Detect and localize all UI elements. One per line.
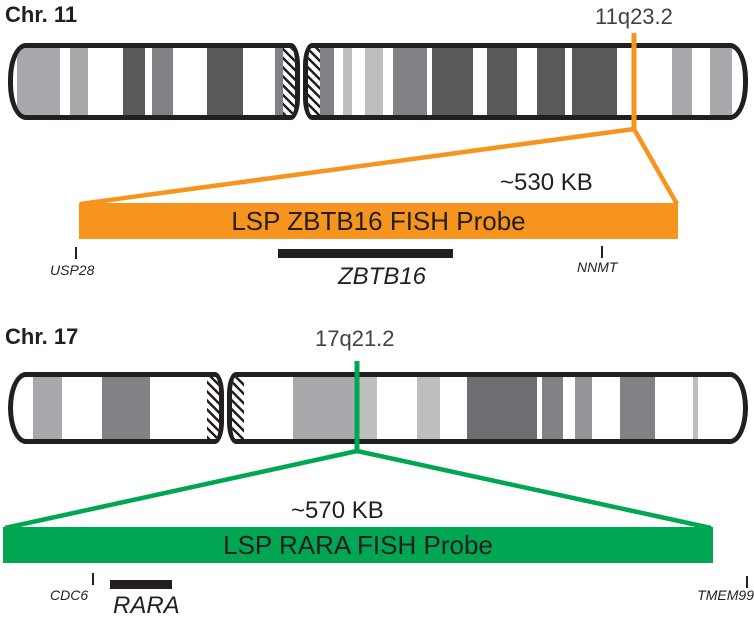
chromosome-band — [487, 48, 517, 115]
chromosome-band — [417, 377, 440, 439]
chr17-p-arm — [8, 372, 224, 444]
chr17-probe-label: LSP RARA FISH Probe — [223, 530, 493, 560]
centromere-hatch — [232, 377, 244, 439]
chromosome-band — [33, 377, 62, 439]
chr11-probe-bar: LSP ZBTB16 FISH Probe — [79, 203, 678, 239]
cdc6-tick — [92, 573, 94, 585]
chromosome-band — [320, 48, 334, 115]
chr17-callout-right-line — [356, 448, 712, 531]
chr11-q-arm — [303, 43, 748, 120]
chromosome-band — [537, 48, 565, 115]
tmem99-tick — [746, 576, 748, 588]
chromosome-band — [710, 48, 732, 115]
chr17-q-arm — [227, 372, 748, 444]
chr17-locus-label: 17q21.2 — [315, 326, 395, 351]
centromere-hatch — [308, 48, 320, 115]
chromosome-band — [575, 377, 592, 439]
chr11-locus-label: 11q23.2 — [595, 4, 673, 29]
chromosome-band — [343, 48, 352, 115]
chromosome-band — [365, 48, 383, 115]
chromosome-band — [393, 48, 427, 115]
chr11-probe-label: LSP ZBTB16 FISH Probe — [231, 206, 526, 236]
zbtb16-gene-label: ZBTB16 — [338, 263, 427, 290]
chr17-title: Chr. 17 — [5, 324, 79, 349]
centromere-hatch — [283, 48, 295, 115]
rara-gene-bar — [110, 580, 172, 589]
nnmt-tick — [601, 246, 603, 258]
chromosome-band — [620, 377, 655, 439]
cdc6-gene-label: CDC6 — [50, 587, 89, 603]
chromosome-band — [123, 48, 145, 115]
chr17-probe-bar: LSP RARA FISH Probe — [3, 527, 713, 563]
usp28-gene-label: USP28 — [50, 262, 95, 278]
chromosome-band — [293, 377, 355, 439]
tmem99-gene-label: TMEM99 — [697, 587, 754, 603]
zbtb16-gene-bar — [278, 249, 453, 258]
centromere-hatch — [207, 377, 219, 439]
nnmt-gene-label: NNMT — [577, 259, 618, 275]
chr11-p-arm — [8, 43, 300, 120]
chromosome-band — [693, 377, 698, 439]
rara-gene-label: RARA — [113, 592, 180, 619]
chr11-probe-size-label: ~530 KB — [500, 169, 593, 196]
usp28-tick — [75, 247, 77, 259]
chromosome-band — [17, 48, 60, 115]
chromosome-band — [152, 48, 173, 115]
chromosome-band — [355, 377, 377, 439]
chr11-title: Chr. 11 — [5, 2, 78, 27]
chr11-callout-right-line — [632, 127, 679, 206]
chromosome-band — [432, 48, 473, 115]
chromosome-band — [207, 48, 243, 115]
chromosome-band — [102, 377, 150, 439]
chromosome-band — [672, 48, 692, 115]
chromosome-band — [572, 48, 617, 115]
chromosome-band — [467, 377, 537, 439]
chromosome-band — [542, 377, 563, 439]
chr17-probe-size-label: ~570 KB — [291, 497, 384, 524]
chromosome-band — [70, 48, 88, 115]
